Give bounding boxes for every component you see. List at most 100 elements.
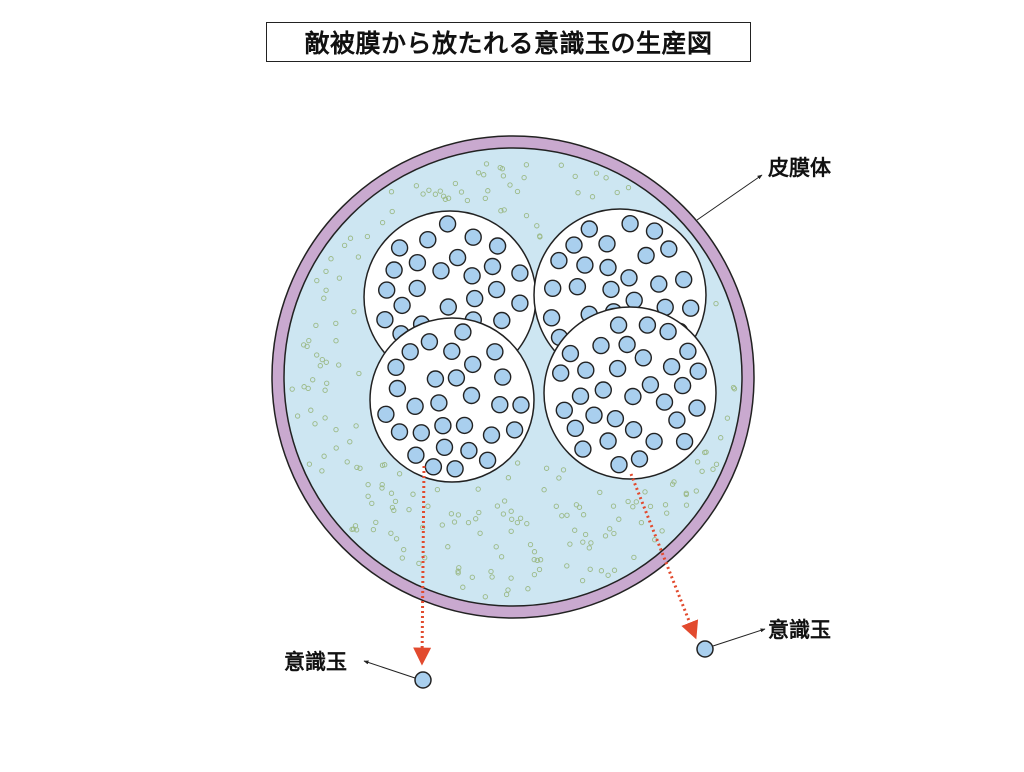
consciousness-orb xyxy=(486,343,504,361)
particle xyxy=(514,519,521,526)
consciousness-orb xyxy=(420,333,439,351)
particle xyxy=(579,577,586,584)
consciousness-orb xyxy=(435,438,454,456)
consciousness-orb xyxy=(634,349,652,367)
particle xyxy=(500,511,507,517)
pointer-orb-right xyxy=(712,628,766,647)
particle xyxy=(347,235,354,241)
particle xyxy=(364,233,371,240)
particle xyxy=(531,571,538,578)
consciousness-orb xyxy=(552,364,570,382)
consciousness-orb xyxy=(689,362,707,380)
consciousness-orb xyxy=(566,419,584,437)
particle xyxy=(589,194,596,200)
particle xyxy=(573,502,580,508)
consciousness-orb xyxy=(565,236,583,254)
particle xyxy=(482,195,488,202)
particle xyxy=(473,516,479,522)
particle xyxy=(425,503,431,509)
particle xyxy=(724,415,731,421)
consciousness-orb xyxy=(424,458,443,476)
particle xyxy=(611,530,617,537)
consciousness-orb xyxy=(426,370,445,388)
particle xyxy=(333,426,339,433)
particle xyxy=(523,212,530,219)
particle xyxy=(521,174,527,181)
particle xyxy=(344,459,350,465)
particle xyxy=(501,498,508,504)
particle xyxy=(445,544,451,550)
particle xyxy=(497,164,503,171)
consciousness-orb xyxy=(621,214,639,233)
consciousness-orb xyxy=(576,256,594,274)
particle xyxy=(638,519,645,526)
particle xyxy=(556,475,562,481)
consciousness-orb xyxy=(580,220,598,238)
particle xyxy=(475,170,482,176)
particle xyxy=(437,188,443,194)
particle xyxy=(314,352,320,358)
consciousness-orb xyxy=(434,417,452,435)
particle xyxy=(683,490,689,496)
consciousness-orb xyxy=(625,291,643,309)
consciousness-orb xyxy=(443,342,461,360)
consciousness-orb xyxy=(448,248,467,267)
consciousness-orb xyxy=(675,270,693,289)
particle xyxy=(294,413,301,419)
consciousness-orb xyxy=(585,406,603,424)
particle xyxy=(514,460,521,466)
consciousness-orb xyxy=(466,289,484,308)
particle xyxy=(567,541,573,547)
particle xyxy=(341,242,348,249)
particle xyxy=(531,556,537,563)
title-box: 敵被膜から放たれる意識玉の生産図 xyxy=(266,22,751,62)
particle xyxy=(534,557,540,564)
particle xyxy=(464,197,471,204)
consciousness-orb xyxy=(668,411,686,429)
particle xyxy=(379,219,386,226)
particle xyxy=(489,574,495,580)
particle xyxy=(572,173,578,180)
consciousness-orb xyxy=(599,258,617,277)
particle xyxy=(304,343,310,350)
particle xyxy=(505,587,511,593)
consciousness-orb xyxy=(447,369,466,387)
consciousness-orb xyxy=(679,342,697,360)
consciousness-orb xyxy=(608,359,627,378)
particle xyxy=(524,520,530,527)
particle xyxy=(465,519,472,526)
particle xyxy=(369,500,375,507)
particle xyxy=(536,566,543,573)
consciousness-orb xyxy=(610,456,628,474)
consciousness-orb xyxy=(488,237,507,255)
page-title: 敵被膜から放たれる意識玉の生産図 xyxy=(304,29,713,58)
particle xyxy=(313,322,319,329)
pointer-orb-left xyxy=(363,660,416,679)
released-orb-left xyxy=(414,671,432,689)
particle xyxy=(445,195,452,201)
particle xyxy=(507,182,513,188)
particle xyxy=(713,300,719,307)
consciousness-orb xyxy=(561,344,580,363)
particle xyxy=(426,187,432,193)
released-orb-right xyxy=(696,640,714,658)
particle xyxy=(611,567,618,573)
particle xyxy=(319,356,325,363)
consciousness-orb xyxy=(446,460,464,478)
particle xyxy=(324,380,330,386)
consciousness-orb xyxy=(620,269,638,287)
particle xyxy=(593,170,600,176)
particle xyxy=(509,516,515,522)
particle xyxy=(321,453,327,459)
consciousness-orb xyxy=(555,401,573,419)
consciousness-orb xyxy=(630,450,649,468)
consciousness-orb xyxy=(439,298,457,316)
label-outer-membrane: 皮膜体 xyxy=(768,156,831,180)
consciousness-orb xyxy=(650,275,668,293)
particle xyxy=(396,471,403,477)
particle xyxy=(607,526,613,532)
particle xyxy=(597,489,603,496)
particle xyxy=(416,560,422,567)
particle xyxy=(710,466,716,472)
consciousness-orb xyxy=(463,267,481,285)
